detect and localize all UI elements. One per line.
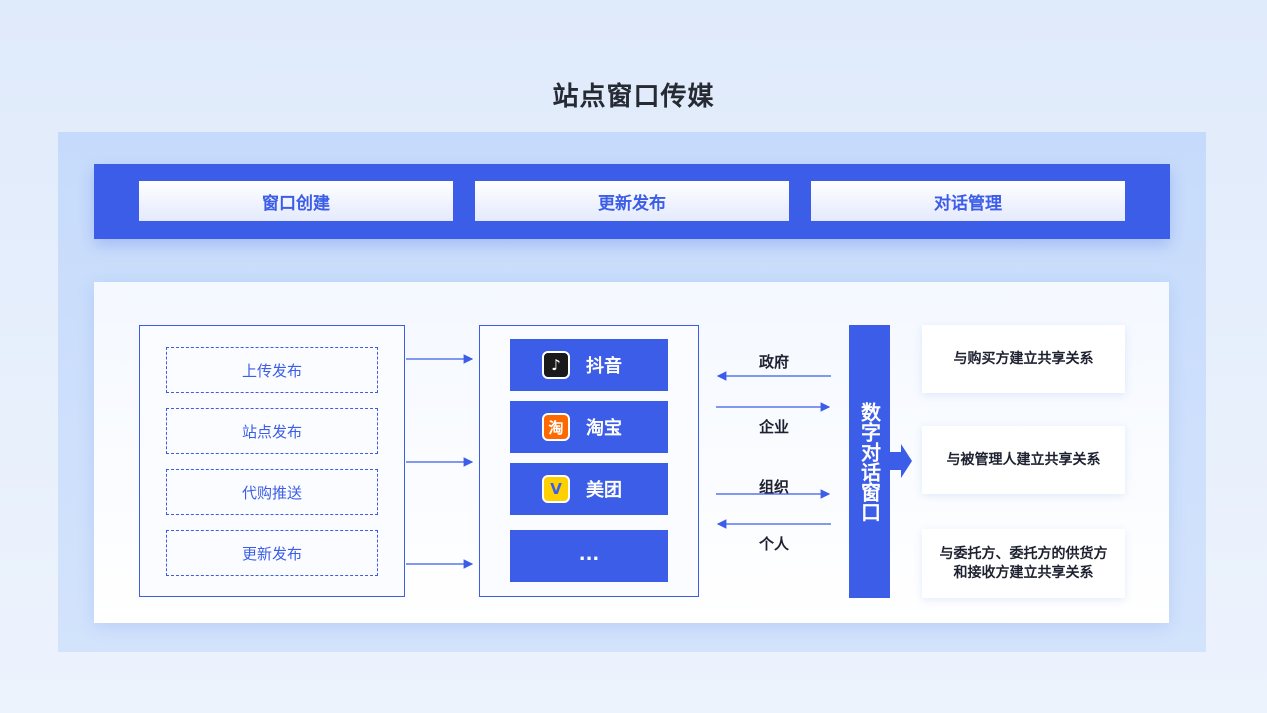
site-publish-item: 站点发布	[166, 408, 378, 454]
proxy-push-item: 代购推送	[166, 469, 378, 515]
platform-label: 抖音	[586, 356, 622, 377]
connection-individual: 个人	[758, 535, 789, 553]
page-title: 站点窗口传媒	[552, 82, 715, 112]
digital-dialogue-window: 数字对话窗口	[849, 325, 890, 598]
relation-supplier: 与委托方、委托方的供货方 和接收方建立共享关系	[922, 529, 1125, 598]
douyin-icon: ♪	[542, 351, 570, 379]
platform-label: 美团	[586, 480, 622, 501]
relation-managed: 与被管理人建立共享关系	[922, 426, 1125, 494]
upload-publish-item: 上传发布	[166, 347, 378, 393]
relation-buyer: 与购买方建立共享关系	[922, 325, 1125, 393]
platform-more: ...	[510, 530, 668, 582]
arrow-to-relations	[890, 444, 912, 478]
meituan-icon: V	[542, 475, 570, 503]
platform-meituan: V 美团	[510, 463, 668, 515]
taobao-icon: 淘	[542, 413, 570, 441]
window-create-button[interactable]: 窗口创建	[139, 181, 453, 221]
connection-organization: 组织	[758, 478, 789, 496]
top-function-bar: 窗口创建 更新发布 对话管理	[94, 164, 1170, 239]
platform-taobao: 淘 淘宝	[510, 401, 668, 453]
update-publish-button[interactable]: 更新发布	[475, 181, 789, 221]
platform-label: 淘宝	[586, 418, 622, 439]
connection-enterprise: 企业	[758, 418, 789, 436]
update-publish-item: 更新发布	[166, 530, 378, 576]
center-label: 数字对话窗口	[857, 401, 882, 522]
dialogue-manage-button[interactable]: 对话管理	[811, 181, 1125, 221]
platform-douyin: ♪ 抖音	[510, 339, 668, 391]
connection-government: 政府	[758, 353, 789, 371]
